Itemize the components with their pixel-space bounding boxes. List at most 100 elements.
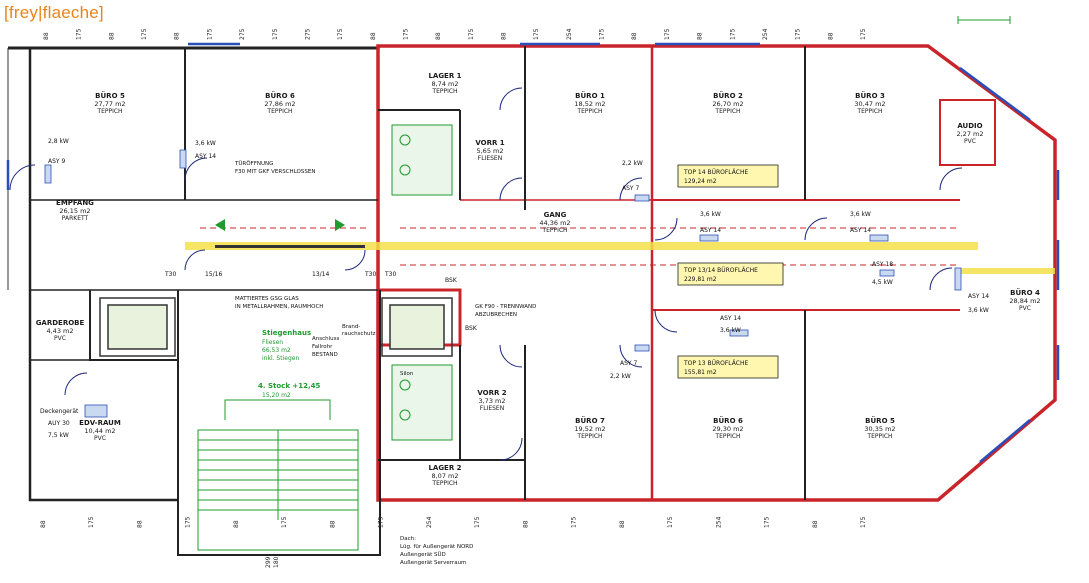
equipment-label: 3,6 kW	[195, 140, 216, 147]
note-opening: TÜRÖFFNUNG	[234, 160, 273, 167]
equipment-label: AUY 30	[48, 420, 70, 427]
equipment-label: 2,2 kW	[622, 160, 643, 167]
door-rating: T30	[164, 271, 176, 278]
dim-label: 88	[697, 32, 704, 40]
dim-label: 88	[233, 520, 240, 528]
room-name: GARDEROBE	[36, 319, 85, 327]
room-floor: TEPPICH	[576, 433, 602, 440]
room-area: 4,43 m2	[46, 327, 73, 335]
equipment-label: 2,8 kW	[48, 138, 69, 145]
door-rating: T30	[384, 271, 396, 278]
stairs	[197, 399, 359, 551]
room-area: 27,86 m2	[264, 100, 295, 108]
legend-line: Dach:	[400, 536, 416, 542]
room-area: 29,30 m2	[712, 425, 743, 433]
dim-label: 88	[501, 32, 508, 40]
corridor-band	[185, 227, 1055, 274]
room-name: VORR 2	[477, 389, 506, 397]
dim-label: 175	[88, 516, 95, 528]
room-name: AUDIO	[957, 122, 982, 130]
equipment-label: 4,5 kW	[872, 279, 893, 286]
note-opening: F30 MIT GKF VERSCHLOSSEN	[235, 169, 315, 175]
legend: Dach: Lüg. für Außengerät NORD Außengerä…	[400, 536, 473, 566]
dim-label: 88	[370, 32, 377, 40]
top-title: TOP 13 BÜROFLÄCHE	[683, 360, 748, 367]
level-label: 4. Stock +12,45	[258, 382, 321, 390]
note-glass: IN METALLRAHMEN, RAUMHOCH	[235, 304, 323, 310]
note-conn: Fallrohr	[312, 344, 333, 350]
room-name: BÜRO 3	[855, 91, 885, 100]
dim-label: 88	[40, 520, 47, 528]
dim-label: 175	[76, 28, 83, 40]
dim-label: 88	[619, 520, 626, 528]
dim-label: 88	[522, 520, 529, 528]
dim-label: 175	[860, 28, 867, 40]
dim-label: 175	[764, 516, 771, 528]
equipment-label: ASY 14	[968, 293, 989, 300]
room-floor: PVC	[1019, 305, 1031, 312]
units	[44, 149, 962, 418]
door-rating: T30	[364, 271, 376, 278]
room-floor: TEPPICH	[866, 433, 892, 440]
room-area: 19,52 m2	[574, 425, 605, 433]
dim-label: 175	[272, 28, 279, 40]
dim-label: 254	[715, 516, 722, 528]
dims-stair: 299 180	[265, 556, 280, 568]
room-name: GANG	[544, 211, 567, 219]
room-area: 26,15 m2	[59, 207, 90, 215]
room-area: 8,07 m2	[431, 472, 458, 480]
equipment-label: 3,6 kW	[700, 211, 721, 218]
room-name: BÜRO 4	[1010, 288, 1040, 297]
room-name: LAGER 1	[428, 72, 461, 80]
dim-label: 175	[402, 28, 409, 40]
equipment-labels: 2,8 kW ASY 9 3,6 kW ASY 14 2,2 kW ASY 7 …	[40, 138, 989, 439]
equipment-label: ASY 14	[720, 315, 741, 322]
room-area: 30,35 m2	[864, 425, 895, 433]
equipment-label: 3,6 kW	[720, 327, 741, 334]
top-area: 229,81 m2	[684, 276, 717, 283]
dim-label: 180	[273, 556, 280, 568]
dim-label: 175	[664, 28, 671, 40]
room-floor: TEPPICH	[431, 88, 457, 95]
legend-line: Außengerät SÜD	[400, 551, 446, 558]
stair-info: Fliesen	[262, 339, 283, 346]
note-conn: Anschluss	[312, 336, 340, 342]
brand-logo-text: [frey|flaeche]	[4, 3, 104, 22]
bsk-label: BSK	[445, 277, 458, 284]
top-area: 155,81 m2	[684, 369, 717, 376]
dim-label: 275	[304, 28, 311, 40]
note-conn: BESTAND	[312, 352, 338, 358]
room-name: BÜRO 5	[95, 91, 125, 100]
room-area: 30,47 m2	[854, 100, 885, 108]
dim-label: 175	[468, 28, 475, 40]
dim-label: 88	[174, 32, 181, 40]
room-floor: TEPPICH	[714, 433, 740, 440]
dim-label: 254	[566, 28, 573, 40]
room-name: EDV-RAUM	[79, 419, 121, 427]
top-area-boxes: TOP 14 BÜROFLÄCHE 129,24 m2 TOP 13/14 BÜ…	[677, 164, 784, 379]
dim-label: 299	[265, 556, 272, 568]
dim-label: 175	[667, 516, 674, 528]
dim-label: 88	[136, 520, 143, 528]
room-area: 27,77 m2	[94, 100, 125, 108]
room-name: BÜRO 2	[713, 91, 743, 100]
sanitary	[391, 124, 453, 441]
dim-label: 175	[729, 28, 736, 40]
note-partition: ABZUBRECHEN	[475, 312, 517, 318]
plan-notes: TÜRÖFFNUNG F30 MIT GKF VERSCHLOSSEN MATT…	[164, 160, 536, 399]
room-area: 44,36 m2	[539, 219, 570, 227]
room-name: BÜRO 6	[265, 91, 295, 100]
top-title: TOP 13/14 BÜROFLÄCHE	[683, 267, 758, 274]
room-area: 2,27 m2	[956, 130, 983, 138]
room-floor: TEPPICH	[541, 227, 567, 234]
equipment-label: 3,6 kW	[968, 307, 989, 314]
room-area: 10,44 m2	[84, 427, 115, 435]
dim-label: 275	[239, 28, 246, 40]
dim-label: 88	[631, 32, 638, 40]
note-fire: Brand-	[342, 324, 360, 330]
bsk-label: BSK	[465, 325, 478, 332]
equipment-label: ASY 14	[850, 227, 871, 234]
room-area: 5,65 m2	[476, 147, 503, 155]
dim-label: 88	[108, 32, 115, 40]
